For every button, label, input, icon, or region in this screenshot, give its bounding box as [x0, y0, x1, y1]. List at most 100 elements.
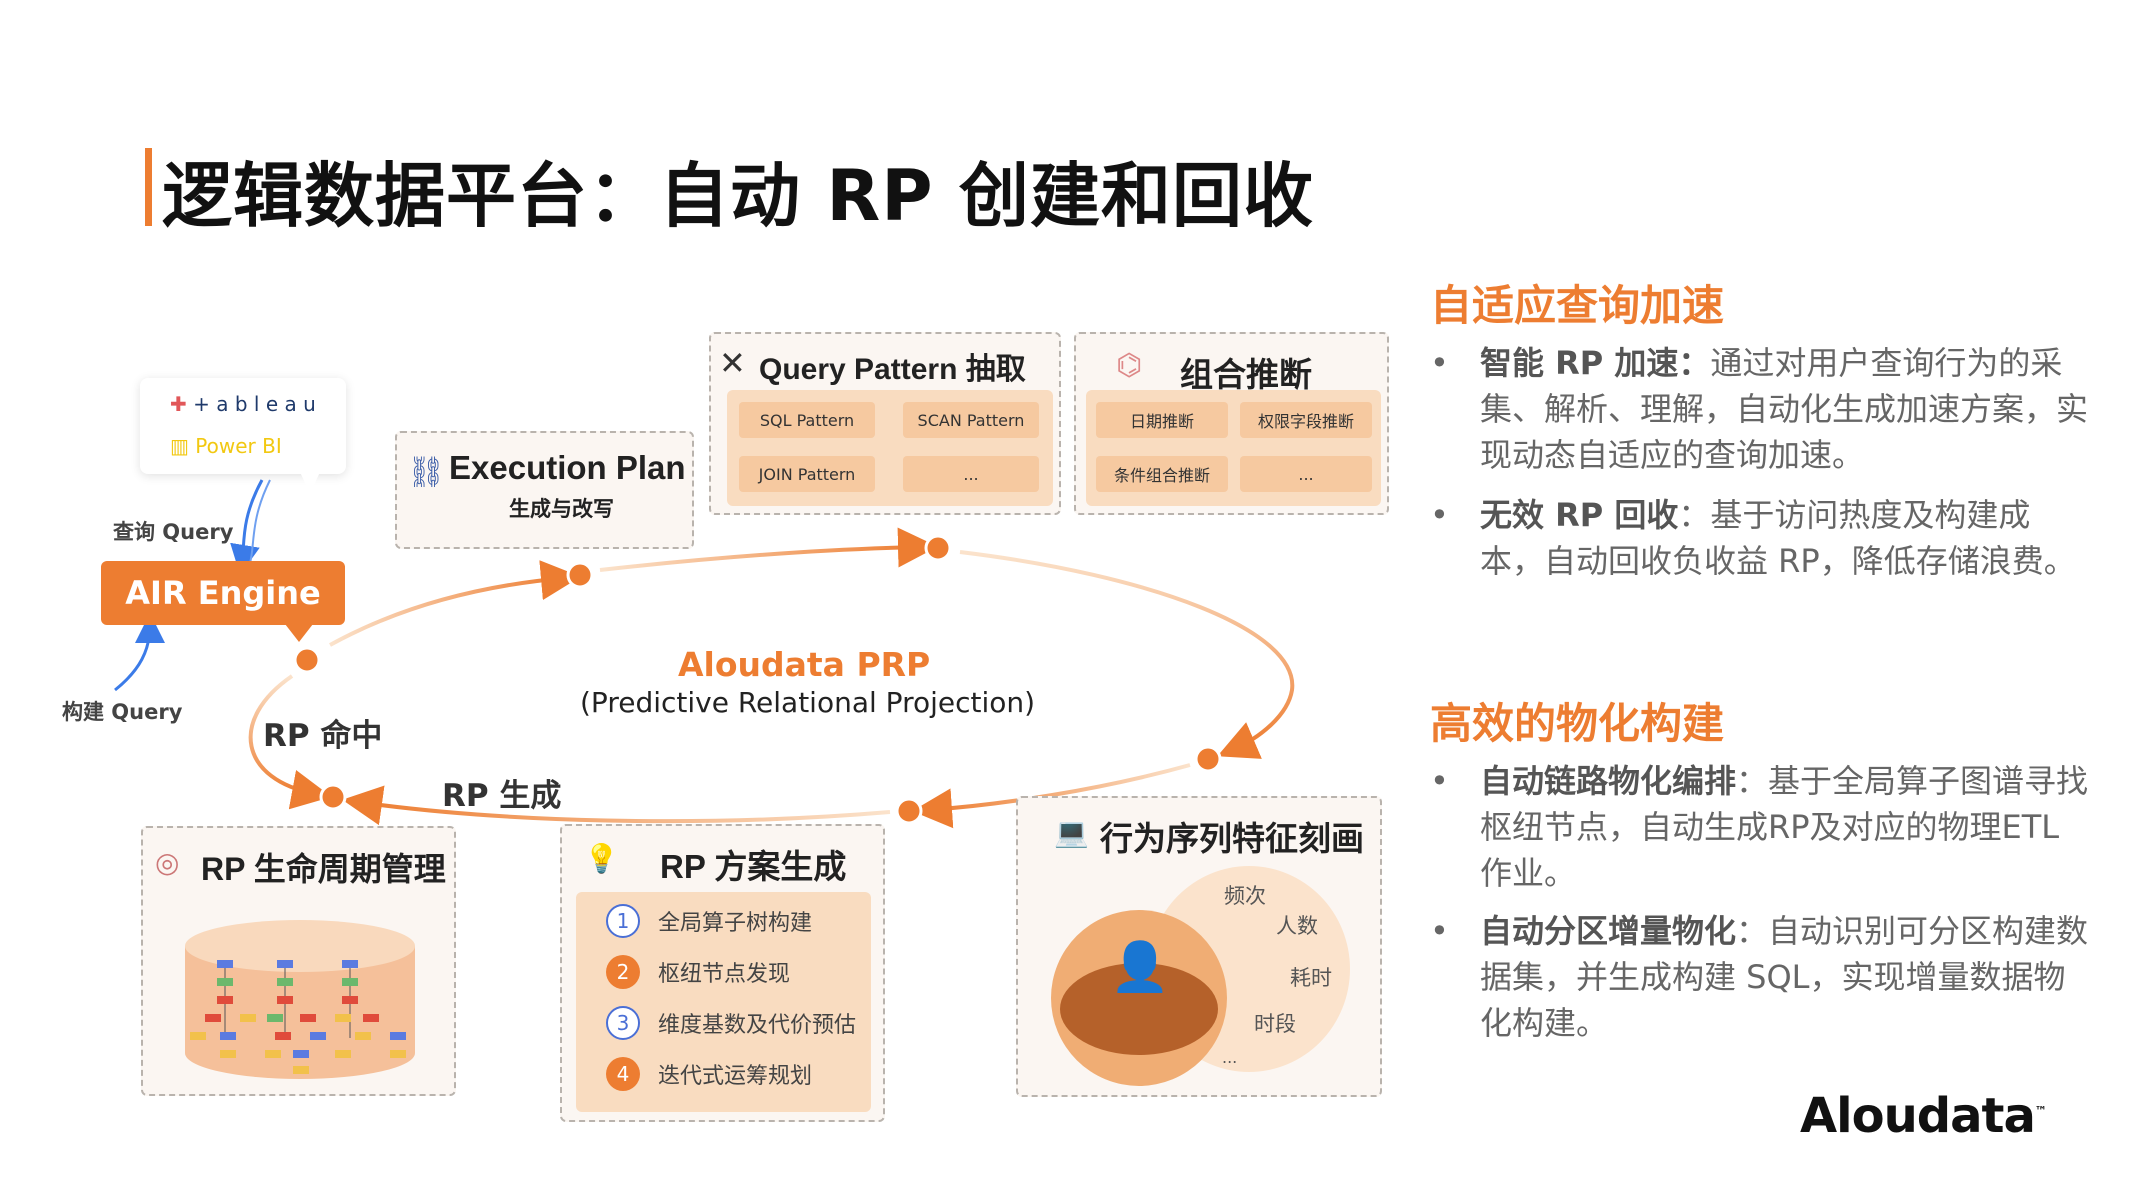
page-title: 逻辑数据平台：自动 RP 创建和回收: [162, 155, 1314, 237]
step-number: 3: [606, 1006, 640, 1040]
feature-label: ...: [1222, 1048, 1238, 1067]
pattern-pill: ...: [903, 456, 1039, 492]
combo-pill: ...: [1240, 456, 1372, 492]
behavior-title: 行为序列特征刻画: [1100, 820, 1364, 857]
bullet-text: ：基于访问热度及构建成本，自动回收负收益 RP，降低存储浪费。: [1480, 496, 2076, 580]
bullet-text: ：基于全局算子图谱寻找枢纽节点，自动生成RP及对应的物理ETL作业。: [1480, 762, 2089, 892]
execution-plan-subtitle: 生成与改写: [509, 498, 614, 521]
feature-label: 频次: [1224, 884, 1266, 908]
query-pattern-title: Query Pattern 抽取: [759, 353, 1026, 386]
aloudata-logo: Aloudata™: [1800, 1088, 2047, 1144]
execution-plan-title: Execution Plan: [449, 449, 686, 486]
lifecycle-title: RP 生命周期管理: [201, 851, 446, 887]
step-number: 1: [606, 904, 640, 938]
query-arrow: [230, 479, 264, 575]
rp-lifecycle-card: ◎ RP 生命周期管理: [141, 826, 456, 1096]
bullet-auto-chain: • 自动链路物化编排：基于全局算子图谱寻找枢纽节点，自动生成RP及对应的物理ETL…: [1430, 758, 2090, 896]
loop-node: [895, 797, 923, 825]
air-engine-node[interactable]: AIR Engine: [101, 561, 345, 625]
pattern-pill: SQL Pattern: [739, 402, 875, 438]
combo-pill: 权限字段推断: [1240, 402, 1372, 438]
bullet-smart-rp: •智能 RP 加速：通过对用户查询行为的采集、解析、理解，自动化生成加速方案，实…: [1430, 340, 2090, 478]
powerbi-text: Power BI: [195, 434, 282, 458]
logo-text: Aloudata: [1800, 1088, 2036, 1144]
lifecycle-icon: ◎: [155, 846, 180, 879]
bullet-dot: •: [1430, 496, 1449, 534]
tableau-plus-icon: ✚: [170, 392, 187, 416]
query-label: 查询 Query: [113, 520, 234, 544]
title-accent-bar: [145, 148, 152, 226]
plan-step: 3 维度基数及代价预估: [606, 1006, 856, 1040]
bubble-tail: [300, 472, 320, 494]
flowchart-icon: ⌬: [1116, 348, 1143, 383]
bullet-bold: 自动分区增量物化: [1480, 912, 1737, 950]
pattern-pill: SCAN Pattern: [903, 402, 1039, 438]
step-number: 2: [606, 955, 640, 989]
center-title: Aloudata PRP: [678, 645, 931, 684]
powerbi-chart-icon: ▥: [170, 434, 189, 458]
loop-segment: [329, 560, 581, 647]
combo-pill: 条件组合推断: [1096, 456, 1228, 492]
tableau-text: + a b l e a u: [193, 392, 316, 416]
loop-segment: [248, 674, 332, 810]
combo-pill: 日期推断: [1096, 402, 1228, 438]
loop-node: [293, 646, 321, 674]
loop-node: [566, 561, 594, 589]
loop-node: [319, 783, 347, 811]
loop-segment: [912, 763, 1191, 829]
plan-step: 4 迭代式运筹规划: [606, 1057, 812, 1091]
laptop-chart-icon: 💻: [1054, 816, 1089, 849]
tableau-logo: ✚ + a b l e a u: [170, 392, 316, 416]
air-engine-label: AIR Engine: [125, 574, 321, 612]
pattern-extract-icon: ✕: [719, 344, 746, 382]
feature-label: 耗时: [1290, 966, 1332, 990]
bullet-text: ：自动识别可分区构建数据集，并生成构建 SQL，实现增量数据物化构建。: [1480, 912, 2089, 1042]
user-scan-icon: 👤: [1110, 939, 1170, 995]
step-label: 迭代式运筹规划: [658, 1064, 813, 1089]
operator-tree-cylinder: [185, 920, 415, 1079]
pattern-pill: JOIN Pattern: [739, 456, 875, 492]
execution-plan-icon: ⛓: [407, 455, 446, 490]
combo-inference-card: ⌬ 组合推断 日期推断 权限字段推断 条件组合推断 ...: [1074, 332, 1389, 515]
build-query-label: 构建 Query: [62, 700, 183, 724]
powerbi-logo: ▥ Power BI: [170, 434, 282, 458]
feature-label: 时段: [1254, 1012, 1296, 1036]
bullet-auto-partition: • 自动分区增量物化：自动识别可分区构建数据集，并生成构建 SQL，实现增量数据物…: [1430, 908, 2090, 1046]
query-pattern-card: ✕ Query Pattern 抽取 SQL Pattern SCAN Patt…: [709, 332, 1061, 515]
feature-label: 人数: [1276, 914, 1318, 938]
section-heading-adaptive: 自适应查询加速: [1430, 281, 1725, 330]
step-label: 枢纽节点发现: [658, 962, 791, 987]
bullet-rp-recycle: • 无效 RP 回收：基于访问热度及构建成本，自动回收负收益 RP，降低存储浪费。: [1430, 492, 2090, 584]
behavior-profile-card: 💻 行为序列特征刻画 👤 频次 人数 耗时 时段 ...: [1016, 796, 1382, 1097]
bullet-dot: •: [1430, 344, 1449, 382]
loop-segment: [342, 785, 891, 826]
loop-node: [924, 534, 952, 562]
step-label: 维度基数及代价预估: [658, 1013, 857, 1038]
loop-node: [1194, 745, 1222, 773]
bullet-bold: 无效 RP 回收: [1480, 496, 1679, 534]
rp-hit-label: RP 命中: [263, 718, 383, 754]
combo-title: 组合推断: [1180, 356, 1312, 393]
air-engine-tail: [285, 624, 313, 642]
bullet-dot: •: [1430, 762, 1449, 800]
plan-step: 1 全局算子树构建: [606, 904, 812, 938]
loop-segment: [959, 550, 1295, 759]
step-number: 4: [606, 1057, 640, 1091]
rp-gen-label: RP 生成: [442, 778, 562, 814]
section-heading-materialization: 高效的物化构建: [1430, 699, 1725, 748]
lightbulb-flask-icon: 💡: [584, 842, 619, 875]
step-label: 全局算子树构建: [658, 911, 813, 936]
query-arrow: [249, 479, 271, 564]
bullet-bold: 自动链路物化编排: [1480, 762, 1737, 800]
bi-tools-card: ✚ + a b l e a u ▥ Power BI: [140, 378, 346, 474]
execution-plan-card: ⛓ Execution Plan 生成与改写: [395, 431, 694, 549]
plan-steps-panel: 1 全局算子树构建 2 枢纽节点发现 3 维度基数及代价预估 4 迭代式运筹规划: [576, 892, 871, 1112]
combo-panel: 日期推断 权限字段推断 条件组合推断 ...: [1086, 390, 1381, 506]
loop-segment: [599, 527, 938, 572]
bullet-dot: •: [1430, 912, 1449, 950]
user-inner-ellipse: [1060, 963, 1218, 1055]
plan-gen-title: RP 方案生成: [660, 848, 847, 885]
query-pattern-panel: SQL Pattern SCAN Pattern JOIN Pattern ..…: [727, 390, 1053, 506]
